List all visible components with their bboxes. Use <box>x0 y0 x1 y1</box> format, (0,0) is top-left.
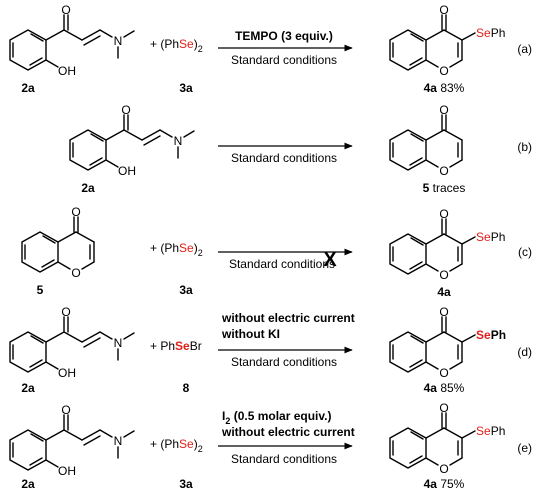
condition-top: TEMPO (3 equiv.) <box>235 29 333 43</box>
reagent-formula: + PhSeBr <box>150 339 202 353</box>
reactant-label: 2a <box>21 477 35 491</box>
carbonyl-oxygen: O <box>439 305 448 319</box>
product-5-structure: O O <box>389 103 463 178</box>
condition-top-1: without electric current <box>221 311 355 325</box>
product-label-yield: 4a 83% <box>424 81 465 95</box>
condition-bottom: Standard conditions <box>231 151 337 165</box>
hydroxyl-group: OH <box>58 64 76 78</box>
row-b: O N OH 2a Standard conditions O O 5 trac… <box>69 103 532 195</box>
hydroxyl-group: OH <box>58 366 76 380</box>
reactant-label: 5 <box>37 283 44 297</box>
enaminone-2a-structure: O N OH <box>9 3 135 78</box>
condition-top-2: without electric current <box>221 425 355 439</box>
reagent-formula: + (PhSe)2 <box>150 37 203 54</box>
condition-bottom: Standard conditions <box>231 355 337 369</box>
product-label-yield: 4a 85% <box>424 381 465 395</box>
reagent-formula: + (PhSe)2 <box>150 437 203 454</box>
carbonyl-oxygen: O <box>439 401 448 415</box>
row-a: O N OH 2a + (PhSe)2 3a TEMPO (3 equiv.) … <box>9 3 532 95</box>
product-label: 4a <box>437 285 451 299</box>
product-4a-structure: O O <box>390 3 475 78</box>
hydroxyl-group: OH <box>58 464 76 478</box>
condition-bottom: Standard conditions <box>231 53 337 67</box>
amine-nitrogen: N <box>114 434 123 448</box>
reactant-label: 2a <box>21 81 35 95</box>
product-4a-structure: O O <box>390 401 475 476</box>
product-substituent: SePh <box>476 26 505 40</box>
amine-nitrogen: N <box>114 336 123 350</box>
enaminone-2a-structure: O N OH <box>69 103 195 178</box>
blocked-reaction-mark: X <box>323 249 337 271</box>
product-4a-structure: O O <box>390 207 475 282</box>
condition-bottom: Standard conditions <box>231 452 337 466</box>
reagent-label: 3a <box>179 477 193 491</box>
condition-top-1: I2 (0.5 molar equiv.) <box>222 409 332 426</box>
amine-nitrogen: N <box>114 34 123 48</box>
ring-oxygen: O <box>439 64 448 78</box>
chromone-5-structure: O O <box>21 205 95 280</box>
carbonyl-oxygen: O <box>439 3 448 17</box>
product-label-yield: 4a 75% <box>424 477 465 491</box>
reagent-label: 3a <box>179 81 193 95</box>
reagent-formula: + (PhSe)2 <box>150 241 203 258</box>
row-tag: (e) <box>517 441 532 455</box>
amine-nitrogen: N <box>174 134 183 148</box>
row-tag: (c) <box>518 245 532 259</box>
product-4a-structure: O O <box>390 305 475 380</box>
ring-oxygen: O <box>71 266 80 280</box>
condition-top-2: without KI <box>221 327 280 341</box>
carbonyl-oxygen: O <box>439 207 448 221</box>
carbonyl-oxygen: O <box>61 3 70 17</box>
hydroxyl-group: OH <box>118 164 136 178</box>
product-substituent: SePh <box>476 230 505 244</box>
reagent-label: 3a <box>179 283 193 297</box>
enaminone-2a-structure: O N OH <box>9 305 135 380</box>
condition-bottom: Standard conditions <box>229 257 335 271</box>
row-tag: (d) <box>517 345 532 359</box>
carbonyl-oxygen: O <box>61 305 70 319</box>
enaminone-2a-structure: O N OH <box>9 403 135 478</box>
row-d: O N OH 2a + PhSeBr 8 without electric cu… <box>9 305 532 395</box>
row-tag: (b) <box>517 140 532 154</box>
ring-oxygen: O <box>439 462 448 476</box>
product-substituent: SePh <box>476 424 505 438</box>
reactant-label: 2a <box>21 381 35 395</box>
carbonyl-oxygen: O <box>71 205 80 219</box>
carbonyl-oxygen: O <box>121 103 130 117</box>
row-e: O N OH 2a + (PhSe)2 3a I2 (0.5 molar equ… <box>9 401 532 491</box>
row-c: O O 5 + (PhSe)2 3a Standard conditions X… <box>21 205 532 299</box>
reagent-label: 8 <box>183 381 190 395</box>
row-tag: (a) <box>517 42 532 56</box>
ring-oxygen: O <box>439 164 448 178</box>
reactant-label: 2a <box>81 181 95 195</box>
product-substituent: SePh <box>476 328 506 342</box>
ring-oxygen: O <box>439 366 448 380</box>
ring-oxygen: O <box>439 268 448 282</box>
product-label-note: 5 traces <box>423 181 466 195</box>
carbonyl-oxygen: O <box>439 103 448 117</box>
carbonyl-oxygen: O <box>61 403 70 417</box>
